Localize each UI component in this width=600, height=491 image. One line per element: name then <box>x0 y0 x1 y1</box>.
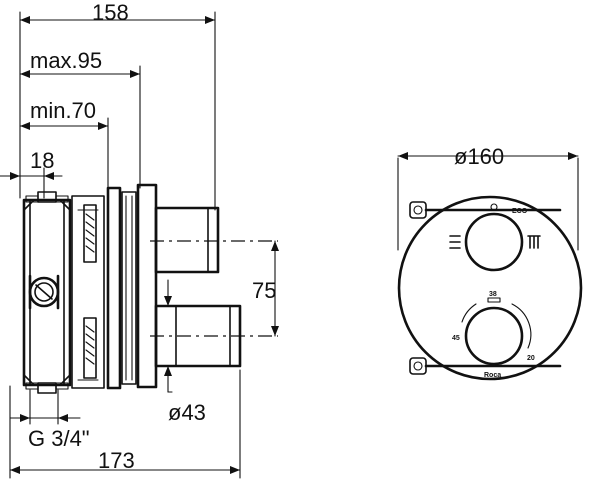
faceplate <box>397 195 583 381</box>
thermostat-knob <box>464 306 524 366</box>
dimension-158: 158 <box>19 0 216 211</box>
dim-outlet-diameter: ø43 <box>168 400 206 425</box>
dim-overall-height: 173 <box>98 448 135 473</box>
dimension-min-70: min.70 <box>19 98 109 189</box>
temp-45: 45 <box>452 335 460 342</box>
dim-thread: G 3/4" <box>28 426 90 451</box>
front-view: ø160 ECO 38 45 20 Roca <box>397 144 583 381</box>
dim-offset: 18 <box>30 148 54 173</box>
dimension-43: ø43 <box>164 279 206 425</box>
dim-min-depth: min.70 <box>30 98 96 123</box>
dimension-thread: G 3/4" <box>9 389 90 451</box>
eco-label: ECO <box>512 208 528 215</box>
dim-overall-depth: 158 <box>92 0 129 25</box>
dim-plate-diameter: ø160 <box>454 144 504 169</box>
dim-max-depth: max.95 <box>30 48 102 73</box>
temp-38: 38 <box>489 291 497 298</box>
diverter-knob <box>464 212 524 272</box>
shower-icon <box>449 235 461 249</box>
dim-outlet-spacing: 75 <box>252 278 276 303</box>
dimension-max-95: max.95 <box>19 48 141 189</box>
dimension-18: 18 <box>0 148 63 199</box>
dimension-75: 75 <box>252 240 279 337</box>
side-view <box>22 183 278 394</box>
dimension-173: 173 <box>9 369 241 479</box>
brand-logo: Roca <box>484 372 501 379</box>
bath-icon <box>527 235 541 249</box>
temp-20: 20 <box>527 355 535 362</box>
